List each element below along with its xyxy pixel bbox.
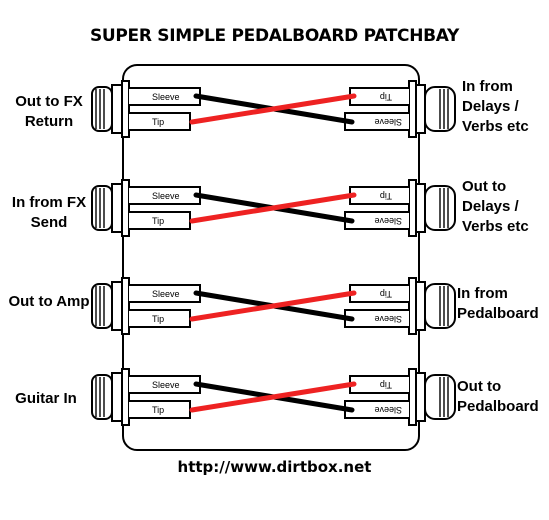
- row-4-left-jack-washer: [111, 372, 123, 422]
- row-1-tip-wire: [189, 93, 357, 125]
- row-2-left-tip-label: Tip: [152, 216, 164, 226]
- row-3-right-tip-label: Tip: [380, 289, 392, 299]
- diagram-title: SUPER SIMPLE PEDALBOARD PATCHBAY: [89, 26, 460, 46]
- row-4-right-jack-washer: [415, 372, 426, 422]
- row-4-left-label: Guitar In: [15, 390, 77, 407]
- row-4-tip-wire: [189, 381, 357, 413]
- row-2-right-tip-label: Tip: [380, 191, 392, 201]
- row-3-right-tip-terminal: [349, 284, 409, 303]
- row-2-right-sleeve-label: Sleeve: [374, 216, 402, 226]
- row-4-right-tip-label: Tip: [380, 380, 392, 390]
- row-2-left-sleeve-label: Sleeve: [152, 191, 180, 201]
- row-3-left-sleeve-label: Sleeve: [152, 289, 180, 299]
- row-1-left-sleeve-label: Sleeve: [152, 92, 180, 102]
- row-1-right-tip-terminal: [349, 87, 409, 106]
- row-3-left-label: Out to Amp: [8, 293, 90, 310]
- row-3-right-sleeve-label: Sleeve: [374, 314, 402, 324]
- row-4-left-jack-nut: [91, 374, 113, 420]
- row-3-left-jack-washer: [111, 281, 123, 331]
- row-4-right-sleeve-label: Sleeve: [374, 405, 402, 415]
- row-2-tip-wire: [189, 192, 357, 224]
- row-2-left-jack-flange: [121, 179, 130, 237]
- row-1-right-sleeve-label: Sleeve: [374, 117, 402, 127]
- row-3-left-jack-nut: [91, 283, 113, 329]
- website-url: http://www.dirtbox.net: [177, 458, 372, 476]
- row-2-right-tip-terminal: [349, 186, 409, 205]
- row-2-left-jack-washer: [111, 183, 123, 233]
- row-2-right-jack-flange: [408, 179, 417, 237]
- row-3-left-jack-flange: [121, 277, 130, 335]
- row-1-left-jack-washer: [111, 84, 123, 134]
- row-2-right-jack-washer: [415, 183, 426, 233]
- row-4-right-jack-flange: [408, 368, 417, 426]
- row-1-left-tip-label: Tip: [152, 117, 164, 127]
- row-4-left-sleeve-label: Sleeve: [152, 380, 180, 390]
- row-3-left-tip-label: Tip: [152, 314, 164, 324]
- row-1-left-jack-nut: [91, 86, 113, 132]
- patchbay-enclosure: [122, 64, 420, 451]
- row-3-tip-wire: [189, 290, 357, 322]
- row-3-right-jack-flange: [408, 277, 417, 335]
- row-1-right-tip-label: Tip: [380, 92, 392, 102]
- row-1-right-jack-flange: [408, 80, 417, 138]
- row-3-right-jack-washer: [415, 281, 426, 331]
- row-1-right-jack-washer: [415, 84, 426, 134]
- row-4-left-jack-flange: [121, 368, 130, 426]
- row-2-left-jack-nut: [91, 185, 113, 231]
- row-4-right-tip-terminal: [349, 375, 409, 394]
- row-4-left-tip-label: Tip: [152, 405, 164, 415]
- row-1-left-jack-flange: [121, 80, 130, 138]
